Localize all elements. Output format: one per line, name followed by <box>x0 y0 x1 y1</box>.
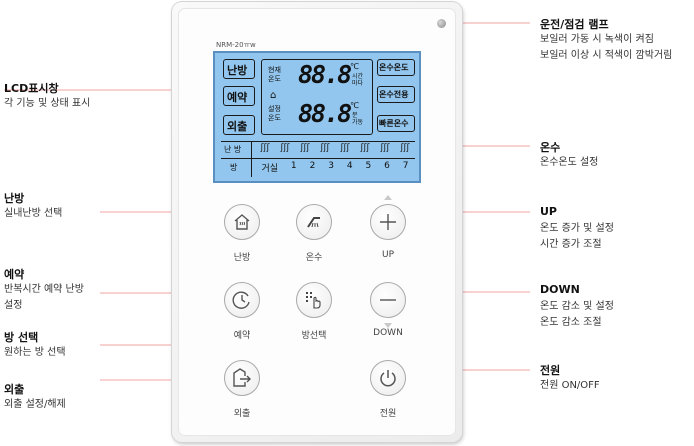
annotation-hotwater-title: 온수 <box>540 141 561 154</box>
room-label: 7 <box>402 161 409 171</box>
reserve-button[interactable] <box>224 282 260 318</box>
annotation-reserve-desc2: 설정 <box>4 300 23 311</box>
heat-wave-icon: ʃʃʃ <box>340 143 350 153</box>
annotation-away-desc: 외출 설정/해제 <box>4 399 66 410</box>
down-button-label: DOWN <box>373 328 403 338</box>
annotation-heating-title: 난방 <box>4 192 25 205</box>
annotation-room-title: 방 선택 <box>4 331 39 344</box>
minus-icon <box>380 299 396 301</box>
room-row-label: 방 <box>230 163 238 172</box>
lcd-mode-reserve: 예약 <box>223 86 255 106</box>
up-button[interactable] <box>370 204 406 240</box>
room-numbers: 거실 1 2 3 4 5 6 7 <box>255 161 415 174</box>
status-lamp <box>437 19 446 28</box>
annotation-up-title: UP <box>540 205 557 218</box>
up-arrow-icon <box>384 195 392 200</box>
annotation-down-title: DOWN <box>540 283 580 296</box>
plus-icon <box>380 214 396 230</box>
annotation-power-desc: 전원 ON/OFF <box>540 380 600 391</box>
clock-icon <box>232 291 250 309</box>
current-temp-value: 88.8 <box>298 60 352 89</box>
annotation-up-desc1: 온도 증가 및 설정 <box>540 223 614 234</box>
heat-wave-icon: ʃʃʃ <box>400 143 410 153</box>
heat-wave-icon: ʃʃʃ <box>380 143 390 153</box>
room-label: 1 <box>290 161 297 171</box>
hotwater-button-label: 온수 <box>305 253 323 263</box>
annotation-reserve-title: 예약 <box>4 268 25 281</box>
heat-wave-icon: ʃʃʃ <box>280 143 290 153</box>
annotation-lcd-title: LCD표시창 <box>4 82 59 95</box>
heat-wave-icon: ʃʃʃ <box>260 143 270 153</box>
lcd-mode-away: 외출 <box>223 115 255 135</box>
room-select-button-label: 방선택 <box>301 331 327 341</box>
room-label: 거실 <box>261 164 279 174</box>
annotation-away-title: 외출 <box>4 383 25 396</box>
away-button-label: 외출 <box>233 409 251 419</box>
hand-pointer-icon <box>306 292 321 309</box>
heat-wave-icon: ʃʃʃ <box>320 143 330 153</box>
heat-wave-icon: ʃʃʃ <box>360 143 370 153</box>
room-label: 5 <box>365 161 372 171</box>
house-icon: ⌂ <box>270 90 277 101</box>
up-button-label: UP <box>381 250 394 260</box>
annotation-down-desc2: 온도 감소 조절 <box>540 317 602 328</box>
annotation-lcd-desc: 각 기능 및 상태 표시 <box>4 98 91 109</box>
room-select-button[interactable] <box>296 282 332 318</box>
model-label: NRM-20ㅠw <box>216 41 256 49</box>
annotation-lamp-desc2: 보일러 이상 시 적색이 깜박거림 <box>540 50 673 61</box>
heating-row-label: 난 방 <box>224 145 242 154</box>
annotation-room-desc: 원하는 방 선택 <box>4 347 66 358</box>
set-temp-value: 88.8 <box>298 99 352 128</box>
room-label: 2 <box>309 161 316 171</box>
annotation-down-desc1: 온도 감소 및 설정 <box>540 301 614 312</box>
hotwater-button[interactable] <box>296 204 332 240</box>
heating-button-label: 난방 <box>233 253 251 263</box>
annotation-hotwater-desc: 온수온도 설정 <box>540 157 599 168</box>
room-label: 6 <box>384 161 390 171</box>
lcd-hotwater-only: 온수전용 <box>377 86 415 103</box>
away-button[interactable] <box>224 360 260 396</box>
lcd-hotwater-temp: 온수온도 <box>377 59 415 76</box>
lcd-temperature-box: 현재 온도 88.8 ℃ 시간 마다 ⌂ 설정 온도 88.8 ℃ 분 가동 <box>261 59 373 135</box>
room-label: 4 <box>346 161 353 171</box>
down-button[interactable] <box>370 282 406 318</box>
reserve-button-label: 예약 <box>233 331 251 341</box>
power-icon <box>380 370 396 387</box>
power-button-label: 전원 <box>379 409 397 419</box>
heating-button[interactable] <box>224 204 260 240</box>
power-button[interactable] <box>370 360 406 396</box>
lcd-mode-heating: 난방 <box>223 59 255 79</box>
annotation-heating-desc: 실내난방 선택 <box>4 208 63 219</box>
lcd-display: 난방 예약 외출 현재 온도 88.8 ℃ 시간 마다 ⌂ 설정 온도 88.8… <box>213 51 421 183</box>
house-heating-icon <box>234 214 250 230</box>
annotation-lamp-desc1: 보일러 가동 시 녹색이 켜짐 <box>540 34 654 45</box>
heat-wave-icon: ʃʃʃ <box>300 143 310 153</box>
lcd-quick-hotwater: 빠른온수 <box>377 115 415 132</box>
annotation-lamp-title: 운전/점검 램프 <box>540 18 609 31</box>
down-arrow-icon <box>384 323 392 328</box>
annotation-up-desc2: 시간 증가 조절 <box>540 239 602 250</box>
room-label: 3 <box>328 161 334 171</box>
shower-icon <box>307 217 320 228</box>
exit-home-icon <box>233 368 251 387</box>
annotation-power-title: 전원 <box>540 364 561 377</box>
annotation-reserve-desc: 반복시간 예약 난방 <box>4 284 84 295</box>
